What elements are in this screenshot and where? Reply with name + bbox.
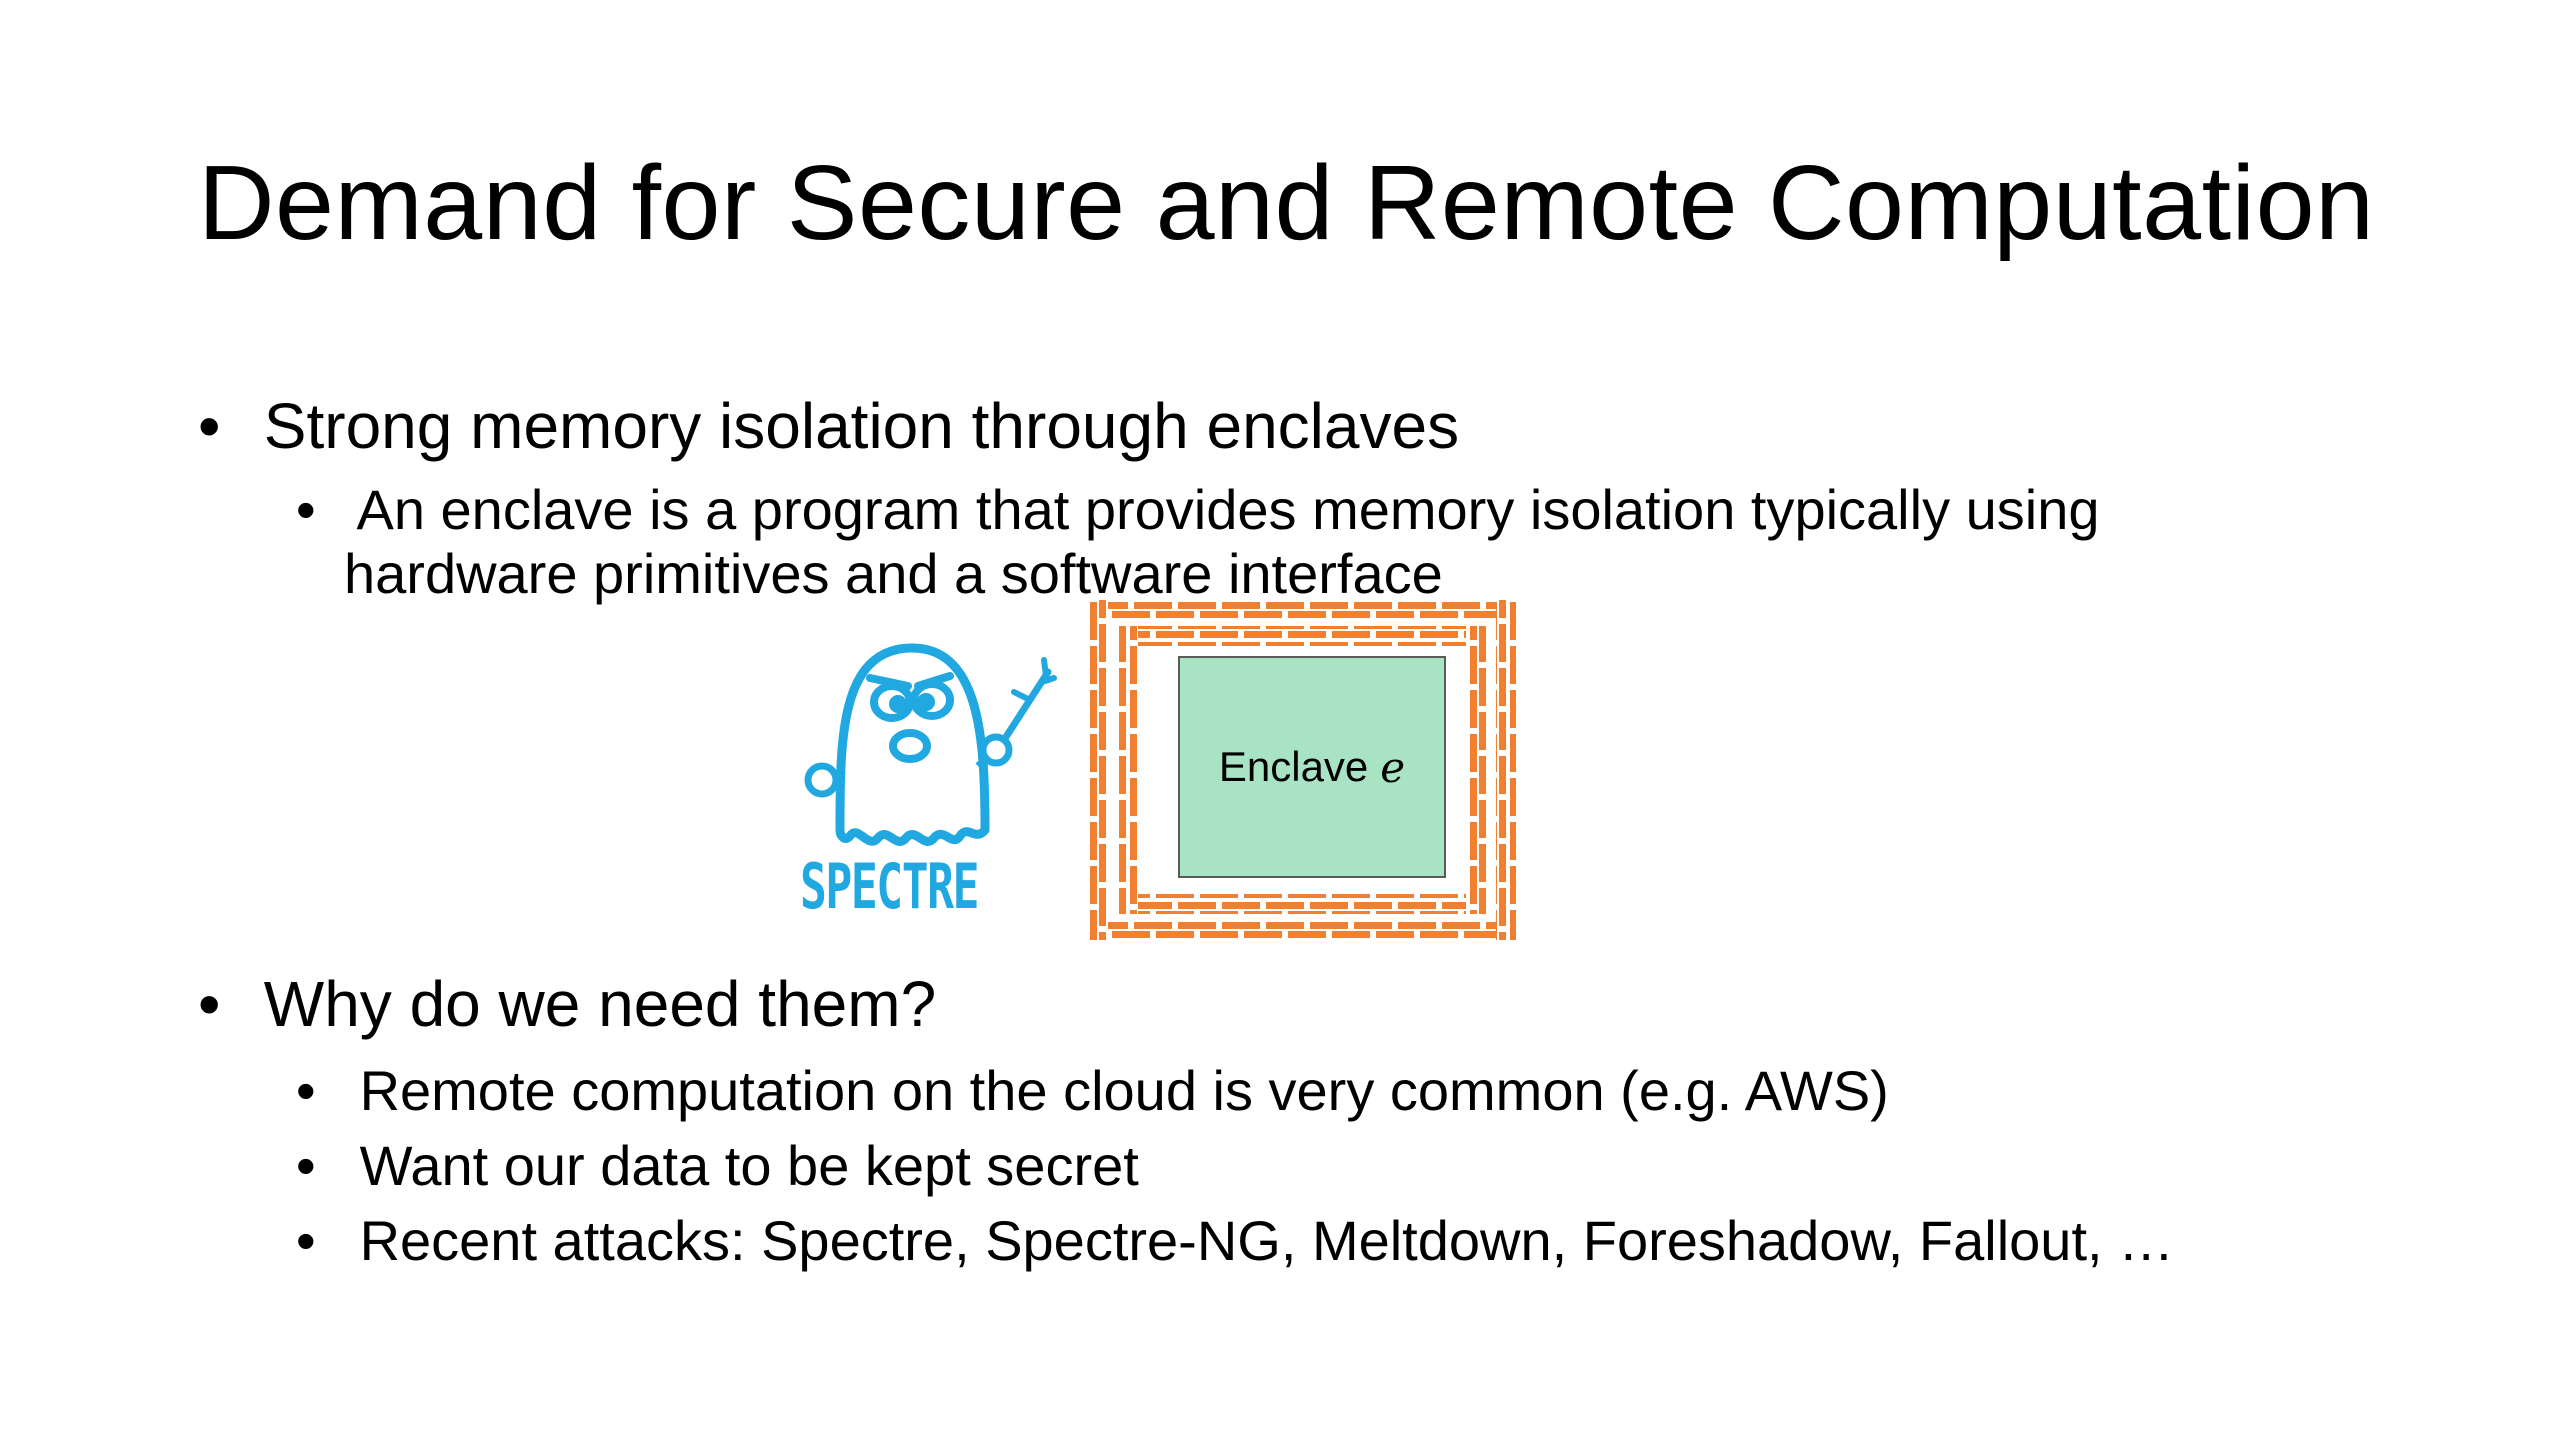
- bullet-why-need: • Why do we need them?: [198, 968, 937, 1040]
- enclave-variable: e: [1380, 742, 1406, 792]
- sub-bullet-remote-computation: • Remote computation on the cloud is ver…: [296, 1059, 1889, 1122]
- sub-bullet-text: Remote computation on the cloud is very …: [359, 1059, 1889, 1122]
- bullet-enclaves: • Strong memory isolation through enclav…: [198, 390, 1460, 462]
- sub-bullet-enclave-definition: • An enclave is a program that provides …: [296, 478, 2100, 541]
- enclave-label: Enclave: [1218, 743, 1369, 790]
- spectre-ghost-icon: [800, 620, 1060, 940]
- spectre-logo-text: SPECTRE: [800, 850, 979, 923]
- sub-bullet-text-line2: hardware primitives and a software inter…: [344, 542, 1443, 605]
- brick-wall-icon: [1088, 600, 1516, 940]
- bullet-text: Why do we need them?: [263, 968, 937, 1040]
- slide-title: Demand for Secure and Remote Computation: [198, 144, 2375, 262]
- sub-bullet-recent-attacks: • Recent attacks: Spectre, Spectre-NG, M…: [296, 1209, 2175, 1272]
- sub-bullet-text: Recent attacks: Spectre, Spectre-NG, Mel…: [359, 1209, 2175, 1272]
- sub-bullet-text: Want our data to be kept secret: [359, 1134, 1139, 1197]
- sub-bullet-text-line1: An enclave is a program that provides me…: [356, 478, 2100, 541]
- bullet-text: Strong memory isolation through enclaves: [263, 390, 1460, 462]
- sub-bullet-data-secret: • Want our data to be kept secret: [296, 1134, 1139, 1197]
